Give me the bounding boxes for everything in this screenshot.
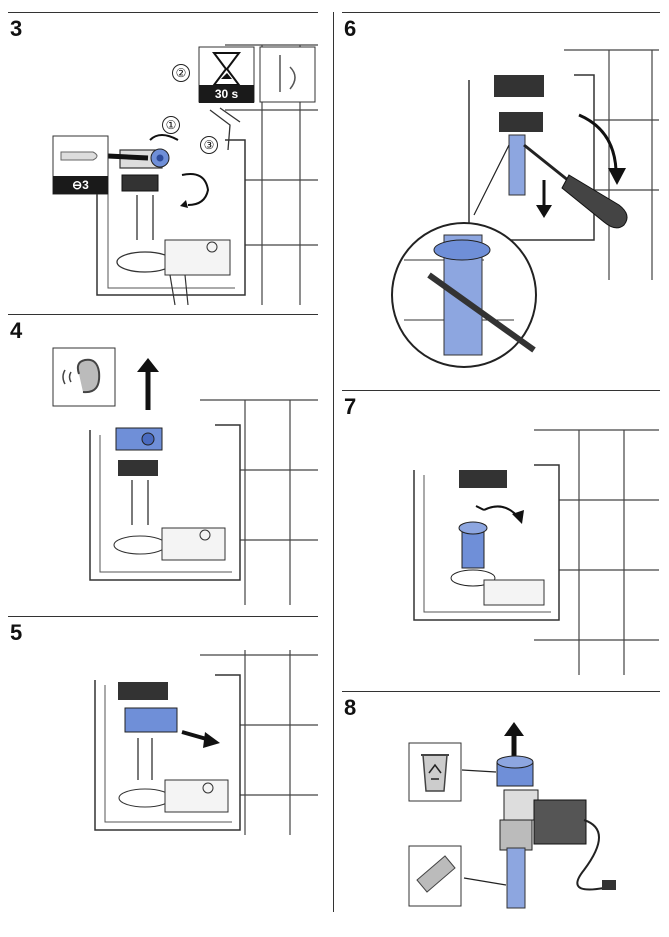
rule-step-4	[8, 314, 318, 315]
top-rule-right	[342, 12, 660, 13]
step-6-illustration	[391, 49, 659, 368]
callout-3: ③	[200, 136, 218, 154]
flush-sensor-icon	[259, 46, 316, 103]
rule-step-7	[342, 390, 660, 391]
timer-label: 30 s	[199, 85, 254, 103]
callout-1: ①	[162, 116, 180, 134]
step-3-illustration	[96, 44, 318, 306]
ear-icon	[52, 347, 116, 407]
step-4-number: 4	[10, 318, 23, 343]
step-3-number: 3	[10, 16, 23, 41]
step-6-number: 6	[344, 16, 357, 41]
recycle-bin-icon	[408, 742, 462, 802]
dispose-filter-icon	[408, 845, 462, 907]
step-8-illustration	[461, 722, 616, 909]
step-4-illustration	[89, 358, 318, 605]
column-divider	[333, 12, 334, 912]
top-rule-left	[8, 12, 318, 13]
step-5-illustration	[94, 650, 318, 835]
callout-2: ②	[172, 64, 190, 82]
tool-size-badge: ⊖3	[53, 176, 108, 194]
step-7-illustration	[413, 429, 659, 675]
rule-step-8	[342, 691, 660, 692]
step-5-number: 5	[10, 620, 23, 645]
step-7-number: 7	[344, 394, 357, 419]
rule-step-5	[8, 616, 318, 617]
step-8-number: 8	[344, 695, 357, 720]
